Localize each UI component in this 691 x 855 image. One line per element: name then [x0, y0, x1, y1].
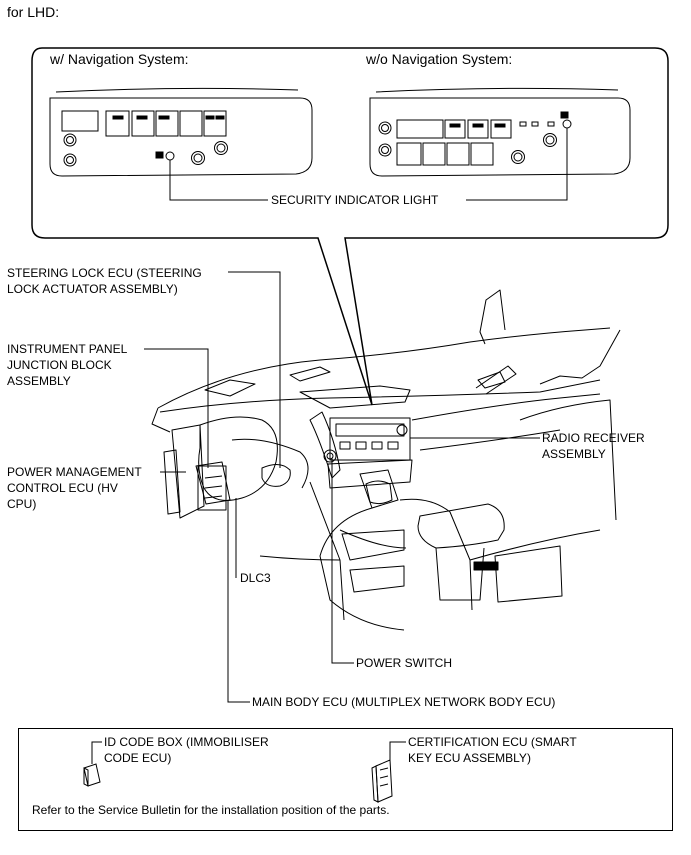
junction-block-label-3: ASSEMBLY	[7, 374, 71, 388]
inset-frame	[31, 47, 669, 406]
security-indicator-light-icon	[562, 119, 572, 129]
dashboard-illustration	[151, 289, 621, 631]
radio-receiver-label-1: RADIO RECEIVER	[542, 431, 645, 445]
label-leader-lines	[144, 271, 540, 703]
security-indicator-label: SECURITY INDICATOR LIGHT	[271, 193, 439, 207]
id-code-box-label-2: CODE ECU)	[104, 751, 172, 765]
page-title: for LHD:	[7, 4, 60, 20]
radio-receiver-label-2: ASSEMBLY	[542, 447, 606, 461]
inset-left-title: w/ Navigation System:	[50, 51, 189, 67]
id-code-box-label-1: ID CODE BOX (IMMOBILISER	[104, 735, 269, 749]
power-mgmt-label-1: POWER MANAGEMENT	[7, 465, 142, 479]
power-mgmt-label-2: CONTROL ECU (HV	[7, 481, 118, 495]
steering-lock-label-1: STEERING LOCK ECU (STEERING	[7, 266, 202, 280]
power-switch-label: POWER SWITCH	[356, 656, 452, 670]
legend-part-icons	[83, 741, 406, 803]
certification-ecu-label-1: CERTIFICATION ECU (SMART	[408, 735, 577, 749]
junction-block-label-1: INSTRUMENT PANEL	[7, 342, 128, 356]
power-mgmt-label-3: CPU)	[7, 497, 37, 511]
inset-right-title: w/o Navigation System:	[366, 51, 513, 67]
dlc3-label: DLC3	[240, 571, 271, 585]
junction-block-label-2: JUNCTION BLOCK	[7, 358, 112, 372]
panel-without-navigation	[369, 87, 631, 177]
certification-ecu-label-2: KEY ECU ASSEMBLY)	[408, 751, 531, 765]
steering-lock-label-2: LOCK ACTUATOR ASSEMBLY)	[7, 282, 178, 296]
security-leader-lines	[169, 128, 568, 201]
security-indicator-light-icon	[165, 151, 175, 161]
main-body-ecu-label: MAIN BODY ECU (MULTIPLEX NETWORK BODY EC…	[252, 695, 556, 709]
panel-with-navigation	[49, 87, 313, 177]
legend-box	[18, 728, 673, 831]
legend-note: Refer to the Service Bulletin for the in…	[32, 803, 390, 817]
